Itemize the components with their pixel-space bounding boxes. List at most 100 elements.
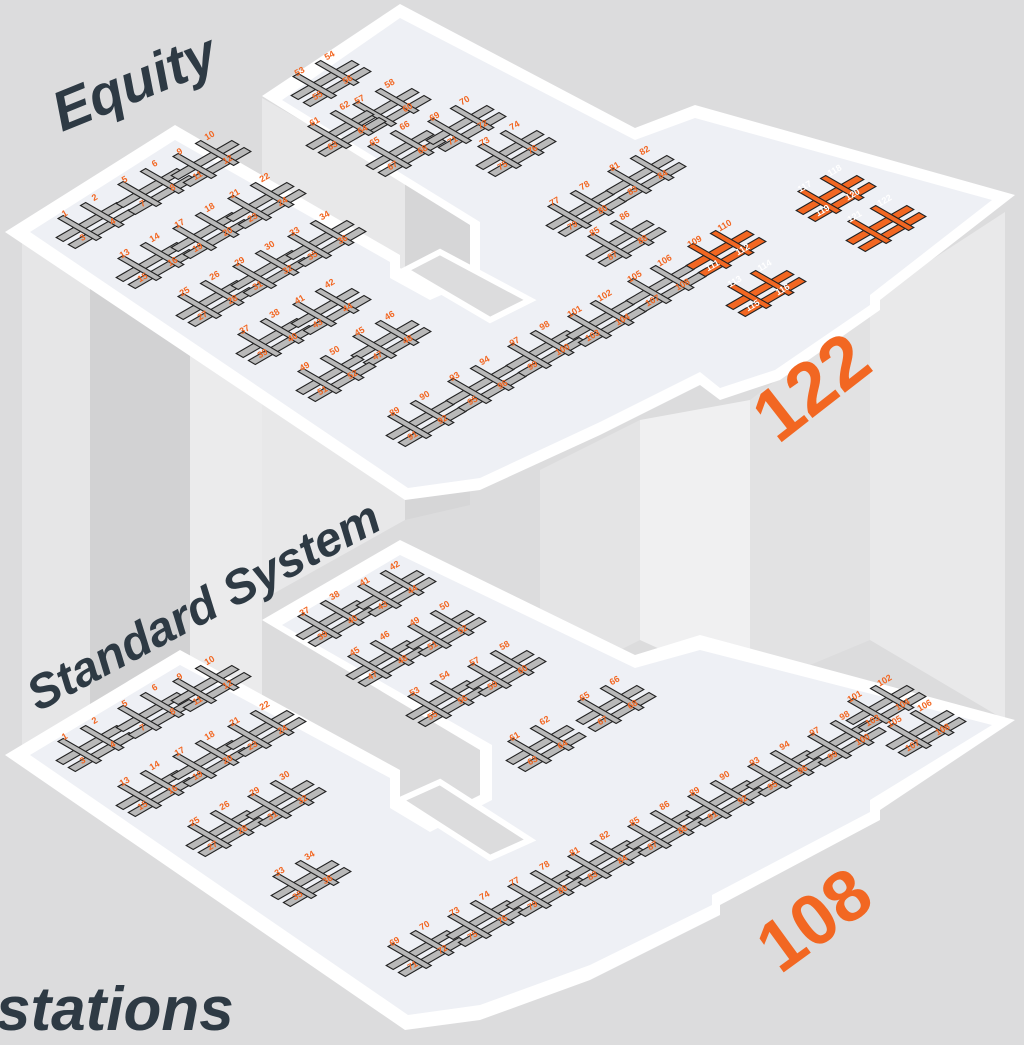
equity-floor: 1234567891011121314151617181920212223242… [5,4,1015,500]
workstation-number: 56 [341,73,355,87]
desk-surface [506,737,553,765]
desk-surface [709,229,755,257]
workstation-cluster [270,859,352,908]
workstation-number: 55 [311,89,325,103]
workstation-number: 25 [188,815,202,829]
desk-surface [171,224,218,252]
workstation-number: 93 [448,370,462,384]
workstation-cluster [295,354,377,403]
workstation-number: 84 [656,168,670,182]
workstation-number: 23 [246,211,260,225]
workstation-number: 74 [508,119,522,133]
workstation-number: 49 [408,615,422,629]
desk-surface [446,377,493,405]
workstation-number: 88 [636,233,650,247]
desk-surface [116,704,163,732]
workstation-number: 16 [166,783,180,797]
workstation-number: 90 [418,389,432,403]
workstation-cluster [475,129,557,178]
workstation-number: 25 [178,285,192,299]
workstation-number: 56 [456,693,470,707]
workstation-number: 8 [168,706,177,717]
workstation-number: 7 [138,722,147,733]
workstation-number: 28 [226,293,240,307]
workstation-number: 5 [120,698,129,709]
desk-surface [406,692,453,720]
workstation-cluster [225,709,307,758]
desk-surface [576,697,623,725]
desk-surface [139,769,185,797]
workstation-number: 2 [90,192,99,203]
courtyard-void [393,778,537,862]
desk-surface [226,722,273,750]
desk-surface [709,779,755,807]
workstation-number: 93 [748,755,762,769]
desk-surface [374,319,420,347]
workstation-number: 31 [251,279,265,293]
workstation-number: 50 [328,344,342,358]
desk-surface [269,779,315,807]
desk-surface [271,872,318,900]
workstation-number: 80 [596,203,610,217]
floor-surface [30,555,992,1015]
workstation-number: 82 [598,829,612,843]
desk-surface [306,122,353,150]
desk-surface [346,652,393,680]
workstation-cluster [685,229,767,278]
workstation-number: 75 [496,159,510,173]
workstation-number: 98 [838,709,852,723]
workstation-cluster [225,181,307,230]
workstation-number: 99 [826,749,840,763]
column [750,310,870,690]
workstation-number: 85 [588,225,602,239]
workstation-number: 65 [578,690,592,704]
workstation-number: 27 [196,309,210,323]
desk-surface [476,142,523,170]
desk-surface [296,367,343,395]
desk-surface [466,662,513,690]
workstation-number: 30 [278,769,292,783]
workstation-number: 18 [203,729,217,743]
desk-surface [351,332,398,360]
workstation-number: 59 [486,679,500,693]
workstation-cluster [115,241,197,290]
workstation-number: 19 [191,241,205,255]
workstation-number: 48 [401,333,415,347]
workstation-number: 11 [191,169,204,182]
desk-surface [116,254,163,282]
workstation-cluster [355,569,437,618]
workstation-number: 68 [416,143,430,157]
desk-surface [506,342,553,370]
workstation-number: 81 [568,845,582,859]
workstation-number: 11 [191,694,204,707]
desk-surface [369,639,415,667]
floor-title-equity: Equity [43,20,228,144]
workstation-number: 94 [778,739,792,753]
workstation-number: 22 [258,171,272,185]
desk-surface [194,139,240,167]
workstation-cluster [170,139,252,188]
workstation-number: 37 [298,605,312,619]
workstation-cluster [445,364,527,413]
courtyard-void [398,248,537,324]
workstation-number: 9 [175,671,184,682]
workstation-cluster [245,779,327,828]
workstation-number: 40 [346,613,360,627]
desk-surface [194,739,240,767]
standard-workstations: 1234567891011121314151617181920212223242… [55,559,967,978]
desk-surface [686,242,733,270]
workstation-number: 17 [173,745,187,759]
workstation-number: 67 [386,159,400,173]
workstation-cluster [885,709,967,758]
workstation-cluster [285,219,367,268]
workstation-number: 71 [406,959,420,973]
workstation-number: 55 [426,709,440,723]
workstation-cluster [385,399,467,448]
desk-surface [291,72,338,100]
desk-surface [254,249,300,277]
workstation-number: 24 [276,195,290,209]
desk-surface [171,677,218,705]
workstation-number: 87 [606,249,620,263]
workstation-number: 95 [466,394,480,408]
workstation-number: 62 [338,99,352,113]
